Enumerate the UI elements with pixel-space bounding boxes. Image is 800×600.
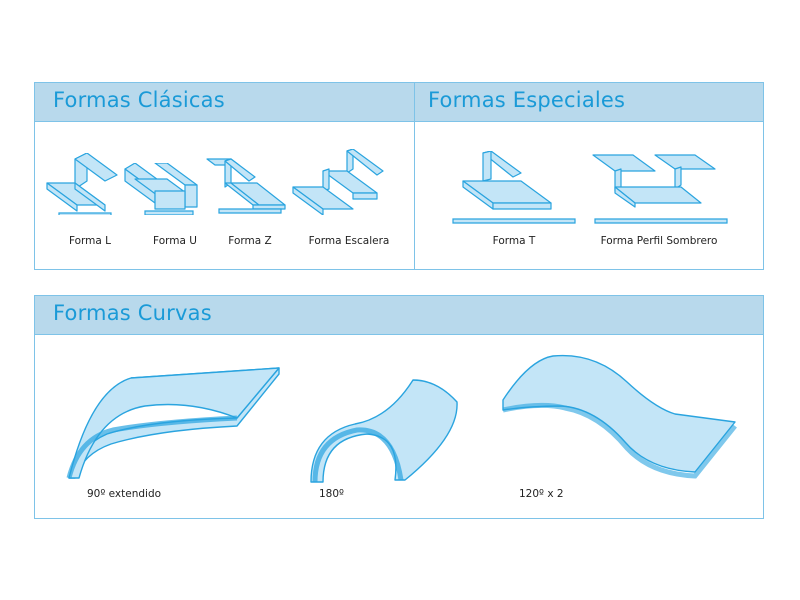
u-shape-label: Forma U [153,235,197,247]
z-shape-label: Forma Z [228,235,272,247]
hat-shape-label: Forma Perfil Sombrero [600,235,718,247]
t-shape-label: Forma T [492,235,536,247]
curve-180-label: 180º [319,488,344,500]
special-shapes-title: Formas Especiales [428,88,626,112]
u-shape-profile-icon [123,163,203,215]
bottom-panel-header: Formas Curvas [35,296,763,335]
curve-120x2-icon [499,352,739,482]
classic-shapes-title: Formas Clásicas [53,88,225,112]
stair-shape-label: Forma Escalera [308,235,390,247]
section-divider [414,83,415,269]
top-panel-header: Formas Clásicas Formas Especiales [35,83,763,122]
curve-90-extended-icon [61,360,287,482]
hat-shape-profile-icon [591,151,731,227]
l-shape-label: Forma L [68,235,112,247]
top-panel: Formas Clásicas Formas Especiales Forma … [34,82,764,270]
curve-180-icon [297,376,467,486]
stair-shape-profile-icon [291,149,395,215]
t-shape-profile-icon [451,151,579,227]
l-shape-profile-icon [45,153,121,215]
curves-title: Formas Curvas [53,301,212,325]
bottom-panel: Formas Curvas 90º extendido 180º [34,295,764,519]
curve-120x2-label: 120º x 2 [519,488,564,500]
z-shape-profile-icon [205,155,291,215]
curve-90-label: 90º extendido [87,488,162,500]
